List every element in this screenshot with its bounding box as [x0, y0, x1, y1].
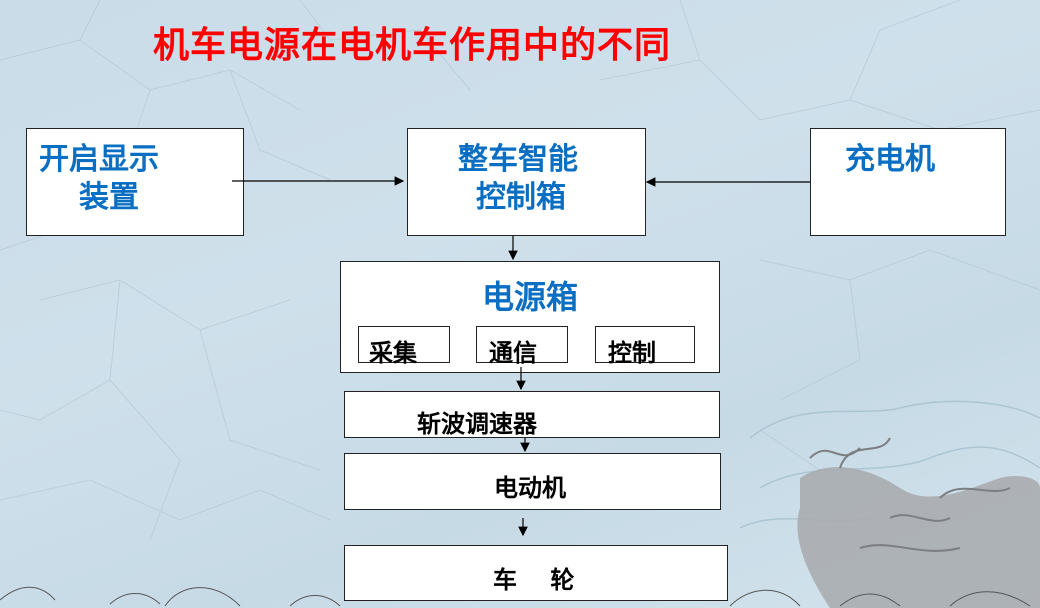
motor-label: 电动机 [494, 474, 566, 502]
dragon-decoration [740, 400, 1040, 608]
charger-box: 充电机 [810, 128, 1006, 236]
module-communication-box: 通信 [476, 326, 568, 367]
chopper-label: 斩波调速器 [417, 410, 537, 438]
power-box: 电源箱 采集 通信 控制 [340, 261, 720, 373]
vehicle-controller-box: 整车智能 控制箱 [407, 128, 646, 236]
module-control-label: 控制 [608, 339, 656, 367]
wheel-box: 车 轮 [344, 545, 728, 601]
module-acquisition-box: 采集 [358, 326, 450, 367]
charger-label: 充电机 [845, 142, 935, 177]
power-box-label: 电源箱 [481, 278, 578, 316]
wave-border-decoration [0, 586, 1031, 607]
motor-box: 电动机 [344, 453, 721, 510]
module-communication-label: 通信 [489, 339, 537, 367]
vehicle-controller-label-line2: 控制箱 [476, 180, 566, 215]
display-device-label-line1: 开启显示 [39, 142, 159, 177]
display-device-label-line2: 装置 [79, 180, 139, 215]
module-control-box: 控制 [595, 326, 695, 367]
wheel-label: 车 轮 [493, 566, 575, 594]
page-title: 机车电源在电机车作用中的不同 [153, 25, 672, 66]
chopper-box: 斩波调速器 [344, 391, 720, 438]
display-device-box: 开启显示 装置 [26, 128, 244, 236]
vehicle-controller-label-line1: 整车智能 [458, 142, 578, 177]
module-acquisition-label: 采集 [369, 339, 417, 367]
